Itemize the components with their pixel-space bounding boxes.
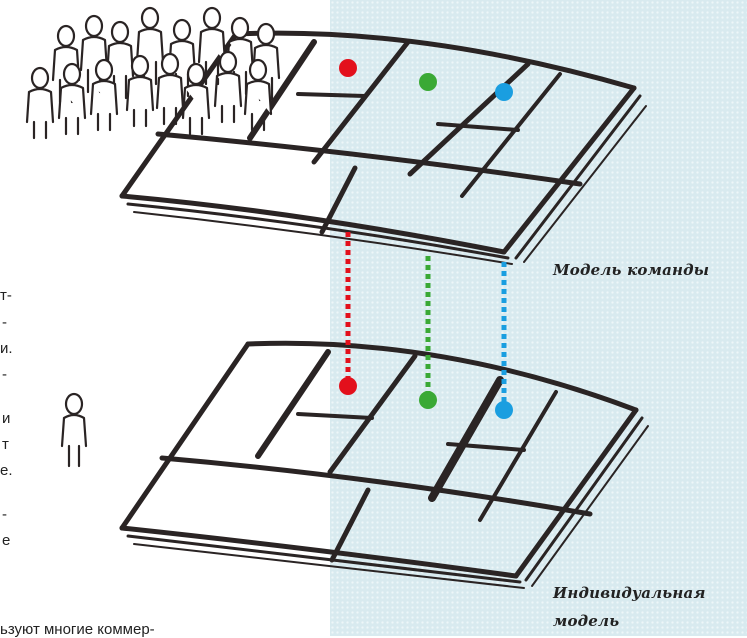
text-fragment: - bbox=[2, 506, 7, 523]
individual-model-sheet bbox=[119, 340, 649, 589]
blue-dot-team bbox=[495, 83, 513, 101]
crowd-figures bbox=[25, 6, 281, 140]
individual-model-label-line1: Индивидуальная bbox=[553, 584, 706, 602]
connector-lines bbox=[345, 232, 507, 410]
single-person-figure bbox=[60, 392, 88, 468]
text-fragment: е. bbox=[0, 462, 13, 479]
red-dot-individual bbox=[339, 377, 357, 395]
color-dots bbox=[339, 59, 513, 419]
text-fragment: т bbox=[2, 436, 9, 453]
text-fragment: - bbox=[2, 314, 7, 331]
red-dot-team bbox=[339, 59, 357, 77]
text-fragment: е bbox=[2, 532, 11, 549]
green-dot-team bbox=[419, 73, 437, 91]
blue-dot-individual bbox=[495, 401, 513, 419]
text-fragment: т- bbox=[0, 287, 12, 304]
text-fragment: и bbox=[2, 410, 11, 427]
green-dot-individual bbox=[419, 391, 437, 409]
team-model-sheet bbox=[119, 30, 647, 265]
text-fragment: и. bbox=[0, 340, 13, 357]
text-fragment: - bbox=[2, 366, 7, 383]
team-model-label: Модель команды bbox=[553, 261, 710, 279]
bottom-text-fragment: ьзуют многие коммер- bbox=[0, 621, 155, 638]
background-panel bbox=[330, 0, 747, 636]
individual-model-label-line2: модель bbox=[553, 612, 620, 630]
